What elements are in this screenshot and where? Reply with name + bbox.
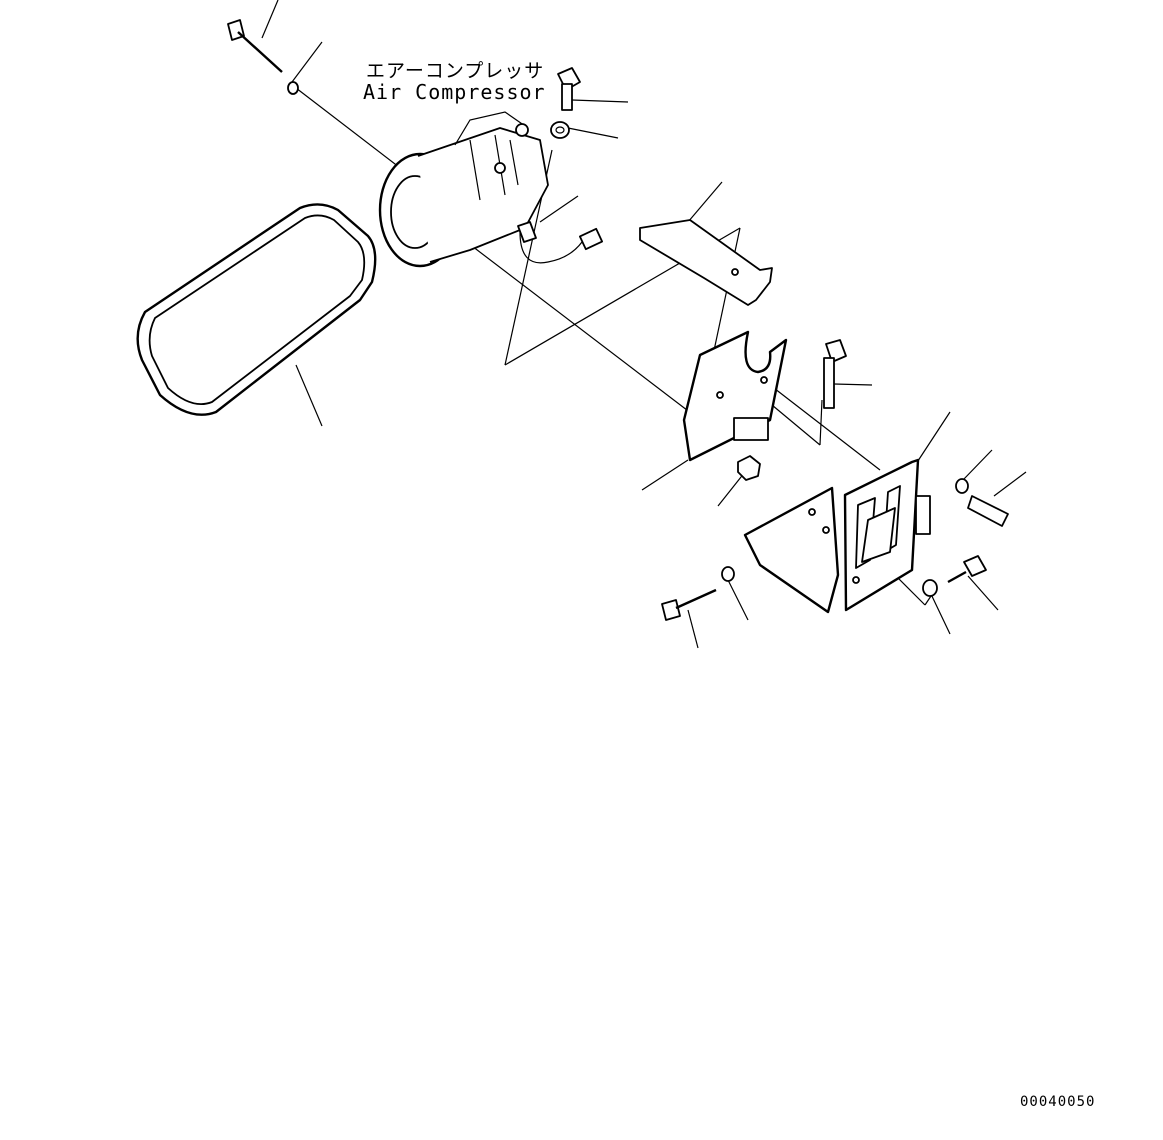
washer-bottom-right xyxy=(922,579,938,597)
washer-right xyxy=(955,478,969,494)
washer-top-left xyxy=(287,81,299,95)
air-compressor-label-en: Air Compressor xyxy=(363,80,546,104)
air-compressor-label-jp: エアーコンプレッサ xyxy=(366,60,545,82)
long-bolt-middle xyxy=(823,339,847,409)
mounting-plate xyxy=(682,330,788,462)
hex-bolt-top xyxy=(557,67,581,111)
washer-bottom-left xyxy=(721,566,735,582)
nut xyxy=(737,455,761,481)
air-compressor xyxy=(378,111,604,268)
long-bolt-top xyxy=(227,19,283,73)
upper-bracket xyxy=(639,219,773,306)
leader-lines xyxy=(261,0,1027,649)
hex-bolt-right xyxy=(967,495,1009,527)
washer-top-right xyxy=(550,121,570,139)
figure-id: 00040050 xyxy=(1020,1094,1096,1110)
hex-bolt-bottom-right xyxy=(947,555,987,584)
v-belt xyxy=(136,203,377,416)
lower-bracket xyxy=(743,458,931,614)
long-bolt-bottom xyxy=(661,588,717,621)
